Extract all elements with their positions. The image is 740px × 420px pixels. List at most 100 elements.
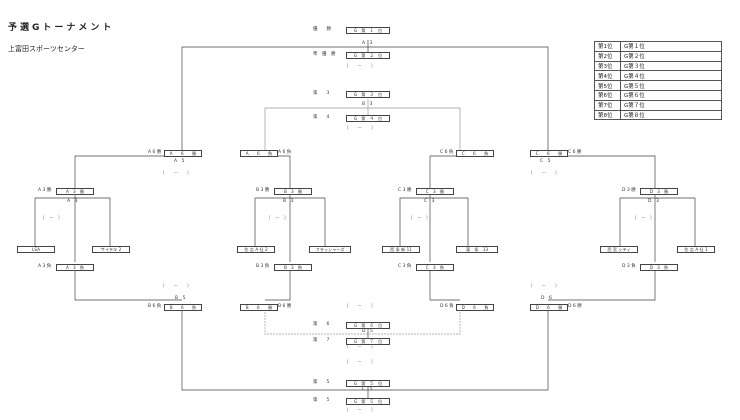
team-slot: 東 条 13	[456, 246, 498, 253]
final-match-code: A 3	[362, 41, 373, 46]
rank-team: G第５位	[620, 80, 722, 91]
qb-lose-label: B 3 負	[256, 264, 270, 269]
qd-code: D 3	[648, 199, 659, 204]
seventh-lose-label: 第 5	[313, 398, 330, 403]
fifth-win-slot: G 第 ６ 位	[346, 322, 390, 329]
qc-time: （ － ）	[408, 216, 431, 221]
semi-c6-label: C 6 勝	[568, 150, 582, 155]
rank-place: 第1位	[594, 41, 621, 52]
third-match-code: B 3	[362, 102, 373, 107]
qb-time: （ － ）	[266, 216, 289, 221]
qa-win-label: A 3 勝	[38, 188, 52, 193]
rank-place: 第7位	[594, 99, 621, 111]
final-time: （ － ）	[344, 64, 376, 69]
semi-d6-win-label: D 6 勝	[568, 304, 582, 309]
qd-lose-slot: D 3 負	[640, 264, 678, 271]
qc-lose-slot: C 3 負	[416, 264, 454, 271]
rank-place: 第4位	[594, 70, 621, 82]
fifth-lose-label: 第 7	[313, 338, 330, 343]
semi-c5-code: C 5	[540, 159, 551, 164]
semi-a6-lose-label: A 6 負	[278, 150, 292, 155]
rank-team: G第３位	[620, 60, 722, 72]
seventh-lose-slot: G 第 ５ 位	[346, 398, 390, 405]
semi-b6-label: B 6 負	[148, 304, 162, 309]
rank-place: 第6位	[594, 89, 621, 101]
bottom-time-a: （ － ）	[160, 284, 192, 289]
semi-d5-code: D 6	[541, 296, 552, 301]
qc-lose-label: C 3 負	[398, 264, 412, 269]
bottom-time-c: （ － ）	[528, 284, 560, 289]
qa-lose-label: A 3 負	[38, 264, 52, 269]
team-slot: 住 吉 A 社 1	[677, 246, 715, 253]
team-slot: フラッシャーズ	[309, 246, 351, 253]
team-slot: LSA	[17, 246, 55, 253]
qb-lose-slot: B 3 負	[274, 264, 312, 271]
qd-lose-label: D 3 負	[622, 264, 636, 269]
fifth-win-label: 第 6	[313, 322, 330, 327]
third-lose-slot: G 第 ４ 位	[346, 115, 390, 122]
third-win-label: 第 3	[313, 91, 330, 96]
semi-c5-time: （ － ）	[528, 171, 560, 176]
semi-b6-slot: B 6 負	[164, 304, 202, 311]
qc-win-label: C 3 勝	[398, 188, 412, 193]
semi-d6-slot: D 6 負	[456, 304, 494, 311]
qa-code: A 3	[67, 199, 78, 204]
page-title: 予選Gトーナメント	[8, 23, 115, 33]
rank-team: G第１位	[620, 41, 722, 52]
semi-d6-label: D 6 負	[440, 304, 454, 309]
qd-win-label: D 3 勝	[622, 188, 636, 193]
third-lose-label: 第 4	[313, 115, 330, 120]
semi-a6-label: A 6 勝	[148, 150, 162, 155]
final-lose-label: 準 優 勝	[313, 52, 336, 57]
semi-c6-win-slot: C 6 勝	[530, 150, 568, 157]
venue-name: 上富田スポーツセンター	[8, 45, 85, 53]
qd-win-slot: D 3 勝	[640, 188, 678, 195]
qc-win-slot: C 3 勝	[416, 188, 454, 195]
team-slot: サイテキ 2	[92, 246, 130, 253]
semi-b6-win-slot: B 6 勝	[240, 304, 278, 311]
final-win-slot: G 第 １ 位	[346, 27, 390, 34]
semi-b6-win-label: B 6 勝	[278, 304, 292, 309]
rank-team: G第７位	[620, 99, 722, 111]
rank-place: 第5位	[594, 80, 621, 91]
seventh-match-code: C 5	[362, 387, 373, 392]
qa-win-slot: A 3 勝	[56, 188, 94, 195]
rank-team: G第６位	[620, 89, 722, 101]
semi-a6-win-slot: A 6 勝	[164, 150, 202, 157]
semi-a5-time: （ － ）	[160, 171, 192, 176]
rank-team: G第４位	[620, 70, 722, 82]
team-slot: 西 条 新 11	[382, 246, 420, 253]
final-win-label: 優 勝	[313, 27, 331, 32]
final-lose-slot: G 第 ２ 位	[346, 52, 390, 59]
qd-time: （ － ）	[632, 216, 655, 221]
seventh-time: （ － ）	[344, 408, 376, 413]
seventh-win-label: 第 5	[313, 380, 330, 385]
fifth-lose-slot: G 第 ７ 位	[346, 338, 390, 345]
qb-win-slot: B 3 勝	[274, 188, 312, 195]
fifth-time: （ － ）	[344, 360, 376, 365]
rank-place: 第3位	[594, 60, 621, 72]
qb-code: B 3	[283, 199, 294, 204]
rank-team: G第２位	[620, 50, 722, 62]
team-slot: 住 吉 A 社 2	[237, 246, 275, 253]
semi-a6-lose-slot: A 6 負	[240, 150, 278, 157]
semi-c6-lose-slot: C 6 負	[456, 150, 494, 157]
seventh-win-slot: G 第 ５ 位	[346, 380, 390, 387]
qa-time: （ － ）	[40, 216, 63, 221]
third-time: （ － ）	[344, 126, 376, 131]
qc-code: C 3	[424, 199, 435, 204]
semi-a5-code: A 5	[174, 159, 185, 164]
bottom-time-b: （ － ）	[344, 304, 376, 309]
bottom-time-d: （ － ）	[344, 345, 376, 350]
rank-team: G第８位	[620, 109, 722, 121]
third-win-slot: G 第 ３ 位	[346, 91, 390, 98]
